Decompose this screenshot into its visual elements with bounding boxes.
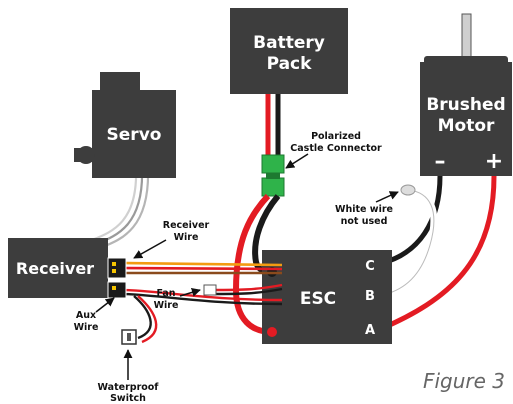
- annotation-connector: Polarized Castle Connector: [285, 131, 382, 169]
- connector-label-line2: Castle Connector: [290, 143, 382, 154]
- motor-minus-label: –: [435, 149, 446, 174]
- receiver-wire: [124, 261, 283, 275]
- connector-label-line1: Polarized: [311, 131, 361, 142]
- servo-horn-arm: [74, 148, 94, 162]
- servo-tab-top: [100, 72, 140, 92]
- motor-red-wire: [377, 175, 497, 333]
- switch-label-line1: Waterproof: [98, 382, 160, 393]
- receiver-plug-bottom: [107, 281, 127, 299]
- motor-plus-label: +: [485, 149, 503, 174]
- receiver-wire-label-line2: Wire: [174, 232, 199, 243]
- servo-wires: [91, 167, 150, 250]
- esc-a-label: A: [365, 323, 375, 338]
- motor-label-line2: Motor: [438, 116, 495, 136]
- fan-wire-label-line2: Wire: [154, 300, 179, 311]
- aux-wire-label-line2: Wire: [74, 322, 99, 333]
- receiver-wire-arrow: [133, 239, 167, 259]
- castle-connector: [261, 154, 285, 197]
- switch-label-line2: Switch: [110, 393, 146, 404]
- brushed-motor: Brushed Motor – +: [420, 56, 512, 176]
- aux-wire: [124, 288, 283, 344]
- esc-b-label: B: [365, 289, 375, 304]
- annotation-fan-wire: Fan Wire: [154, 288, 201, 311]
- battery-label-line2: Pack: [267, 54, 313, 74]
- esc-label: ESC: [300, 289, 336, 309]
- esc: ESC C B A: [262, 250, 392, 344]
- servo-label: Servo: [107, 125, 162, 145]
- annotation-aux-wire: Aux Wire: [74, 297, 115, 333]
- motor-body: [420, 62, 512, 176]
- receiver: Receiver: [8, 238, 127, 299]
- servo: Servo: [74, 72, 176, 178]
- battery-label-line1: Battery: [253, 33, 325, 53]
- fan-wire: [211, 283, 283, 296]
- receiver-label: Receiver: [16, 259, 94, 278]
- fan-wire-label-line1: Fan: [156, 288, 175, 299]
- switch-toggle: [127, 333, 131, 341]
- receiver-plug-top: [107, 257, 127, 279]
- connector-arrow: [285, 153, 309, 169]
- battery-pack: Battery Pack: [230, 8, 348, 94]
- battery-box: [230, 8, 348, 94]
- motor-shaft: [461, 13, 472, 61]
- receiver-box: [8, 238, 108, 298]
- aux-wire-label-line1: Aux: [76, 310, 96, 321]
- motor-label-line1: Brushed: [426, 95, 505, 115]
- esc-box: [262, 250, 392, 344]
- servo-body: [92, 90, 176, 178]
- esc-c-label: C: [365, 259, 375, 274]
- white-wire-label-line1: White wire: [335, 204, 393, 215]
- annotation-white-wire: White wire not used: [335, 191, 399, 227]
- annotation-receiver-wire: Receiver Wire: [133, 220, 210, 259]
- white-wire-end: [400, 184, 416, 196]
- figure-caption: Figure 3: [423, 369, 505, 393]
- white-wire-label-line2: not used: [341, 216, 388, 227]
- white-wire-arrow: [375, 191, 399, 203]
- fan-plug: [203, 284, 217, 296]
- receiver-wire-label-line1: Receiver: [163, 220, 210, 231]
- annotation-switch: Waterproof Switch: [98, 349, 160, 404]
- motor-white-wire-outline: [377, 189, 435, 297]
- fan-wire-arrow: [179, 288, 201, 297]
- aux-wire-arrow: [95, 297, 115, 313]
